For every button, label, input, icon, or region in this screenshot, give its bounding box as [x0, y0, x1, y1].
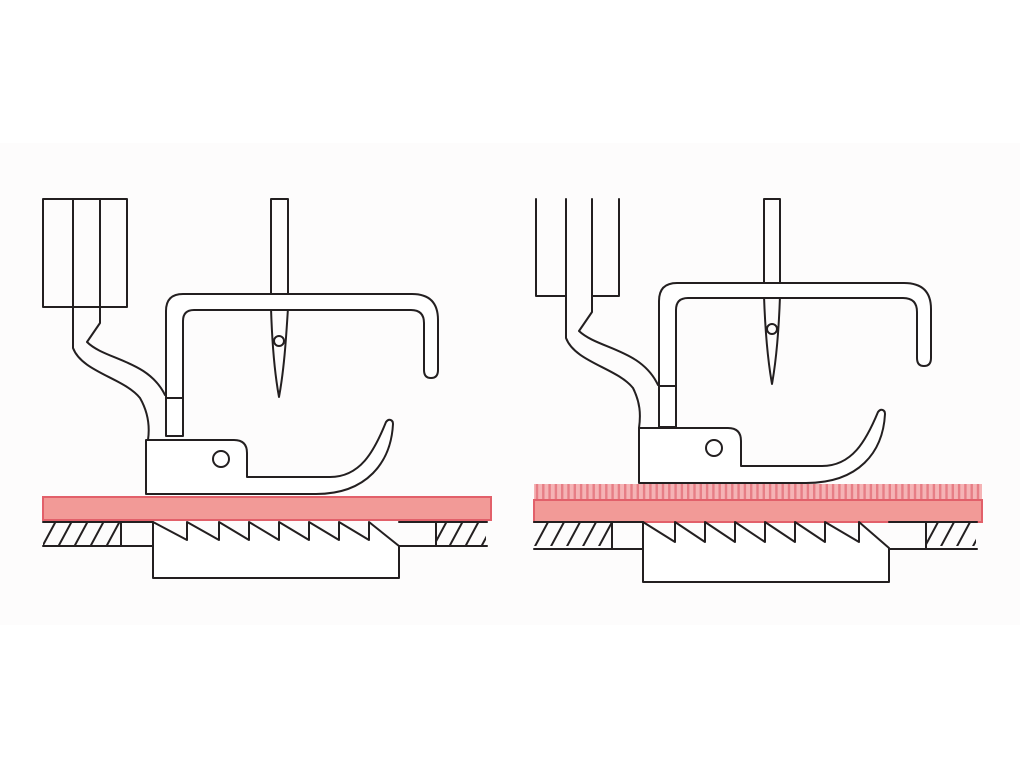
presser-bar: [535, 198, 620, 297]
needle: [763, 198, 781, 385]
fabric-flat: [42, 496, 492, 521]
pile-fibers: [535, 484, 980, 500]
foot-screw: [212, 450, 230, 468]
fabric-base: [533, 499, 983, 523]
right-panel: [533, 198, 983, 583]
needle-plate-right: [398, 521, 488, 547]
needle-guard: [165, 293, 439, 437]
presser-shank: [72, 306, 166, 441]
presser-foot: [145, 418, 394, 495]
presser-foot: [638, 408, 886, 484]
presser-bar: [42, 198, 128, 308]
feed-dog: [642, 521, 890, 583]
foot-screw: [705, 439, 723, 457]
left-panel: [42, 198, 492, 579]
needle-plate-left: [42, 521, 154, 547]
needle-plate-right: [888, 521, 978, 550]
presser-shank: [565, 295, 659, 429]
needle-plate-left: [533, 521, 644, 550]
needle: [270, 198, 289, 398]
needle-guard: [658, 282, 932, 428]
fabric-pile: [534, 484, 982, 500]
feed-dog: [152, 521, 400, 579]
